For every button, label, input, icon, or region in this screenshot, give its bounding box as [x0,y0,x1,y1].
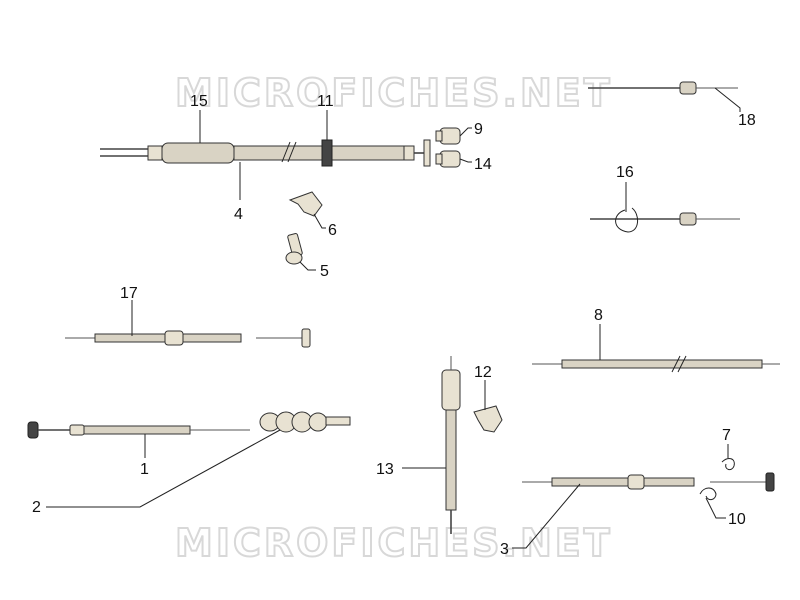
grommet-11 [321,139,333,167]
callout-3: 3 [500,541,509,558]
callout-11: 11 [317,93,334,110]
leader-18 [714,87,741,112]
callout-15: 15 [190,93,208,110]
leader-14 [459,158,472,163]
watermark-bottom: MICROFICHES.NET [175,521,613,565]
callout-17: 17 [120,285,138,302]
cable-assembly-4 [100,139,431,167]
callout-1: 1 [140,461,149,478]
leader-6 [313,213,326,229]
cable-3 [522,472,775,492]
leader-10 [705,497,726,519]
callout-7: 7 [722,427,731,444]
cable-16 [590,207,740,233]
leader-3 [512,483,581,549]
cable-17 [65,328,311,348]
leader-9 [459,127,472,137]
clip-10 [699,487,717,501]
adjuster-nut-9 [435,127,461,145]
clip-6 [288,191,323,217]
cable-8 [532,355,780,373]
callout-10: 10 [728,511,746,528]
spring-2 [259,411,351,433]
cable-13 [441,356,461,534]
watermark-top: MICROFICHES.NET [175,71,613,115]
callout-14: 14 [474,156,492,173]
clip-7 [721,458,735,471]
callout-9: 9 [474,121,483,138]
callout-6: 6 [328,222,337,239]
adjuster-nut-14 [435,150,461,168]
callout-16: 16 [616,164,634,181]
screw-5 [285,233,303,265]
callout-2: 2 [32,499,41,516]
cable-18 [588,81,738,95]
callout-13: 13 [376,461,394,478]
callout-4: 4 [234,206,243,223]
callout-18: 18 [738,112,756,129]
leader-2 [46,429,281,508]
leader-5 [299,261,316,271]
cable-1 [27,421,250,439]
callout-12: 12 [474,364,492,381]
callout-5: 5 [320,263,329,280]
clip-12 [473,405,503,433]
callout-8: 8 [594,307,603,324]
